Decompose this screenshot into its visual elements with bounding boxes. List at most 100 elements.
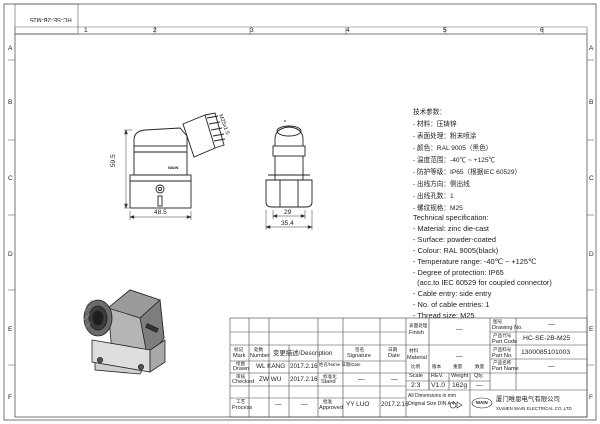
mark-label-cn: 标记 [234, 347, 244, 352]
drawn-name: WL KANG [256, 363, 286, 370]
size-note: Original Size DIN A 4 [408, 401, 455, 407]
spec-cn-item: - 出线孔数：1 [413, 193, 454, 200]
spec-cn-item: - 颜色：RAL 9005（黑色） [413, 145, 493, 152]
weight-label-cn: 重量 [453, 364, 463, 369]
part-code-label-cn: 产品代号 [493, 333, 512, 338]
zone-number-6: 6 [540, 27, 544, 34]
tolerance-symbol [449, 401, 463, 409]
finish-value: — [456, 326, 463, 333]
material-label-cn: 材料 [409, 348, 419, 353]
checked-name: ZW WU [259, 376, 282, 383]
spec-en-item: - Degree of protection: IP65 [413, 268, 504, 277]
checked-label-en: Checked [232, 379, 255, 385]
spec-cn-item: - 螺纹规格：M25 [413, 205, 463, 212]
spec-en-item: - Cable entry: side entry [413, 289, 492, 298]
rev-label-en: REV. [431, 373, 444, 379]
material-value: — [456, 353, 463, 360]
logo-text: WAIN [476, 400, 488, 405]
signature-label-en: Signature [347, 353, 371, 359]
side-dimensions [265, 210, 313, 230]
units-note: All Dimensions in mm [408, 393, 457, 399]
zone-letter-f: F [8, 394, 13, 401]
date-label-en: Date [388, 353, 400, 359]
number-label-cn: 处数 [254, 347, 264, 352]
scale-label-cn: 比例 [411, 364, 421, 369]
zone-number-3: 3 [250, 27, 254, 34]
zone-letter-a: A [8, 45, 13, 52]
stand-label-cn: 标准化 [323, 374, 337, 379]
spec-cn-item: - 表面处理：粉末喷涂 [413, 133, 477, 140]
number-label-en: Number [250, 353, 270, 359]
part-no-value: 1300085101003 [521, 349, 571, 356]
dim-side-outer: 35.4 [281, 220, 294, 227]
mark-label-en: Mark [233, 353, 246, 359]
brand-mark-front: WAIN [168, 165, 179, 170]
finish-label-cn: 表面处理 [409, 323, 428, 328]
scale-label-en: Scale [409, 373, 423, 379]
stand-value: — [358, 376, 365, 383]
part-no-label-cn: 产品料号 [493, 347, 512, 352]
weight-value: 162g [452, 382, 468, 389]
zone-number-4: 4 [346, 27, 350, 34]
company-name-cn: 厦门唯恩电气有限公司 [496, 396, 560, 403]
zone-letter-d-right: D [589, 251, 594, 258]
process-label-en: Process [232, 405, 253, 411]
approved-date: 2017.2.16 [381, 401, 409, 408]
spec-en-item: - Thread size: M25 [413, 311, 475, 320]
process-date: — [301, 401, 308, 408]
part-code-value: HC-SE-2B-M25 [523, 335, 571, 342]
spec-en-item: - Temperature range: -40℃ ~ +125℃ [413, 257, 537, 266]
qty-label-en: Qty. [474, 373, 484, 379]
material-label-en: Material [407, 355, 427, 361]
zone-number-5: 5 [443, 27, 447, 34]
stamp-text: HC-SE-2B-M25 [30, 16, 72, 22]
approved-label-en: Approved [319, 405, 343, 411]
approved-name: YY LUO [346, 401, 370, 408]
zone-ticks [8, 26, 594, 366]
part-no-label-en: Part No. [492, 353, 513, 359]
process-label-cn: 工艺 [236, 399, 246, 404]
drawn-label-cn: 绘图 [236, 361, 246, 366]
stamp-box [14, 3, 79, 35]
zone-letter-e-right: E [589, 326, 594, 333]
company-logo [471, 397, 493, 409]
part-name-label-cn: 产品名称 [493, 360, 512, 365]
drawing-no-label-en: Drawing No. [492, 325, 523, 331]
iso-view [83, 289, 166, 375]
change-description-label: 变更描述/Description [273, 350, 333, 357]
dim-side-inner: 29 [284, 209, 292, 216]
weight-label-en: Weight [451, 373, 469, 379]
zone-number-1: 1 [84, 27, 88, 34]
side-view [265, 120, 313, 208]
spec-cn-title: 技术参数： [413, 109, 446, 116]
zone-letter-d: D [8, 251, 13, 258]
part-name-label-en: Part Name [492, 366, 519, 372]
front-dimensions [124, 129, 192, 220]
signature-label-cn: 签名 [355, 347, 365, 352]
spec-cn-item: - 温度范围：-40℃ ~ +125℃ [413, 157, 496, 164]
zone-letter-e: E [8, 326, 13, 333]
qty-label-cn: 数量 [475, 364, 485, 369]
stand-label-en: Stand [321, 379, 336, 385]
drawn-date: 2017.2.16 [290, 363, 318, 370]
dim-height-front: 59.5 [110, 154, 117, 167]
outer-border [3, 3, 597, 421]
front-view [129, 112, 226, 209]
spec-en-item: - Surface: powder-coated [413, 235, 496, 244]
name-date-header: 姓名/Name 日期/Date [319, 363, 361, 368]
zone-letter-f-right: F [589, 394, 594, 401]
approved-label-cn: 批准 [323, 399, 333, 404]
date-label-cn: 日期 [388, 347, 398, 352]
spec-en-item: - No. of cable entries: 1 [413, 300, 490, 309]
part-code-label-en: Part Code [492, 339, 518, 345]
rev-label-cn: 版本 [432, 364, 442, 369]
spec-cn-item: - 出线方向：侧出线 [413, 181, 470, 188]
company-name-en: XIAMEN WAIN ELECTRICAL CO.,LTD [496, 406, 572, 411]
scale-value: 2:3 [411, 382, 421, 389]
zone-letter-a-right: A [589, 45, 594, 52]
drawing-no-value: — [548, 321, 555, 328]
part-name-value: — [548, 363, 555, 370]
spec-cn-item: - 防护等级：IP65（根据IEC 60529） [413, 169, 522, 176]
zone-letter-b: B [8, 99, 13, 106]
title-block-grid [229, 317, 588, 418]
